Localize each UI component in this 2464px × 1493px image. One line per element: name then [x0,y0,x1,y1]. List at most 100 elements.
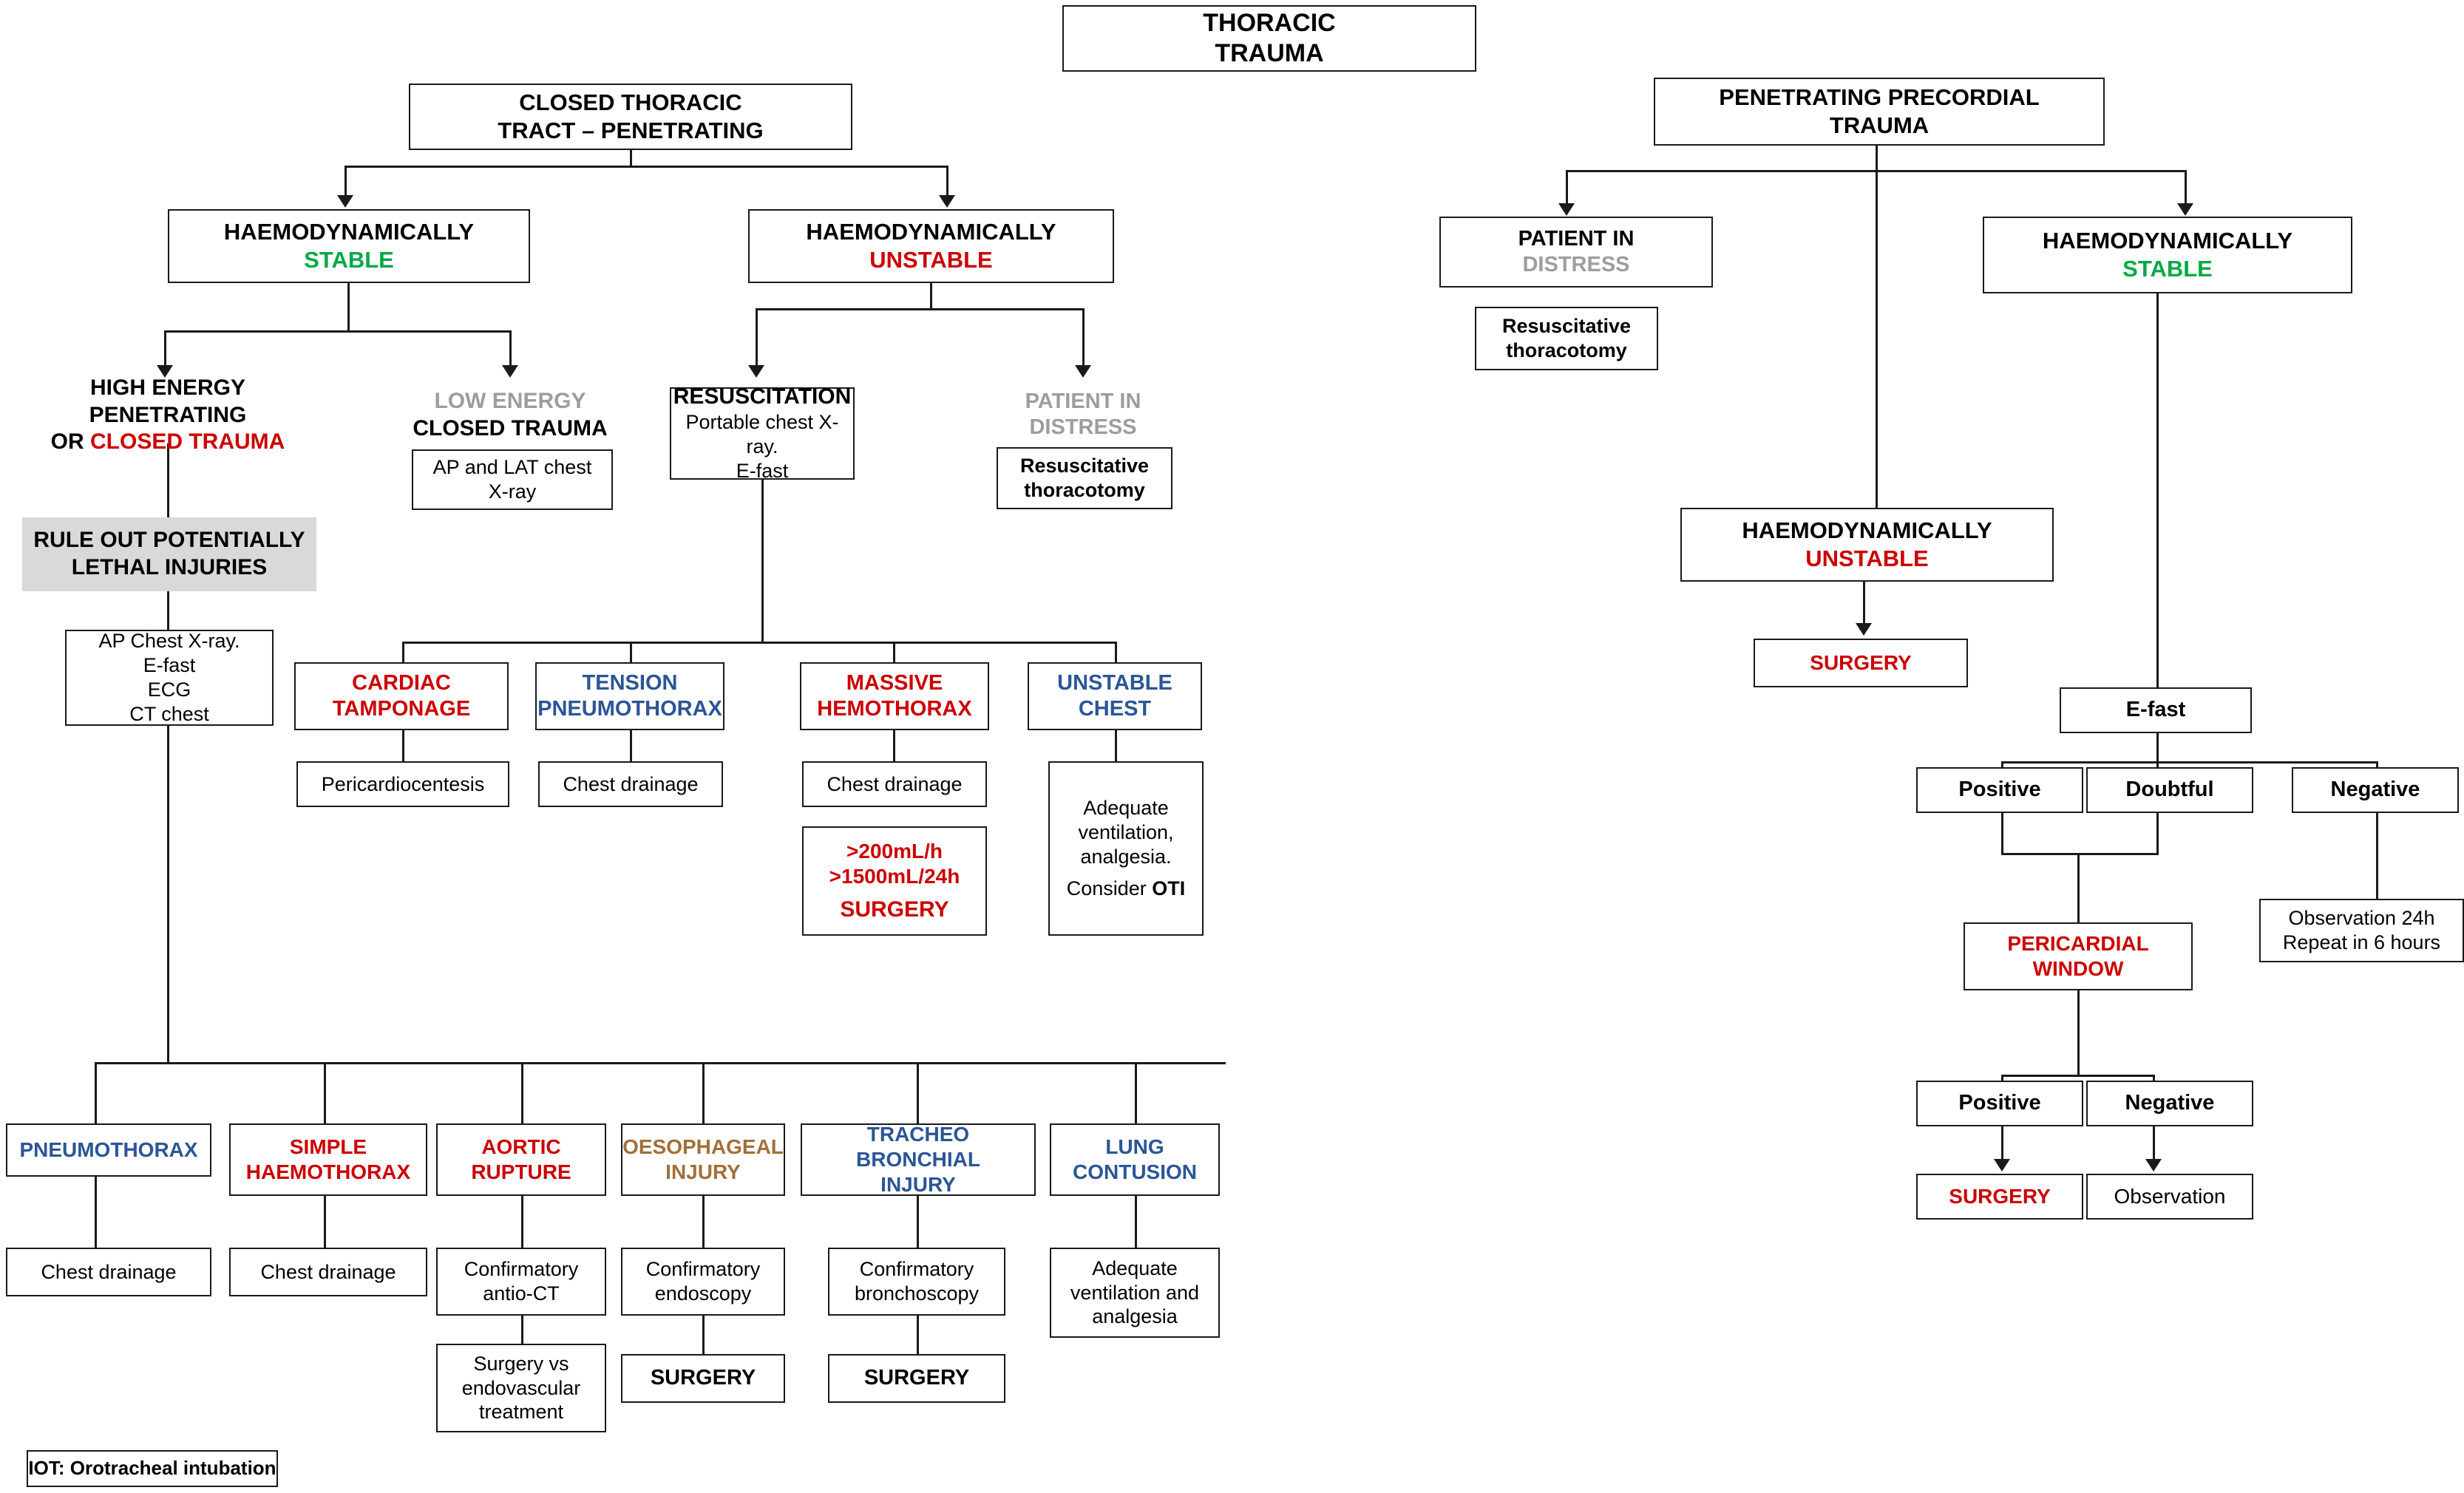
connector-to-resuscitation [756,308,758,370]
right-resusc-thora-line1: Resuscitative [1501,315,1632,338]
node-pneumothorax-chest-drainage: Chest drainage [6,1248,211,1296]
connector-to-high-energy [164,330,166,370]
unstable-chest-consider-oti: OTI [1152,877,1186,899]
connector-to-right-stable [2185,170,2187,208]
node-thoracic-trauma: THORACIC TRAUMA [1062,5,1476,72]
connector-oesophageal-endoscopy-to-surgery [702,1314,705,1356]
aortic-rupture-line1: AORTIC [481,1135,561,1158]
workup-line4: CT chest [129,702,209,725]
node-pericardiocentesis: Pericardiocentesis [296,761,509,807]
observation-24h-line1: Observation 24h [2288,907,2435,930]
pneumothorax-drainage-label: Chest drainage [41,1260,177,1283]
tracheo-bronchial-line2: INJURY [880,1173,956,1197]
tracheo-bronchoscopy-line1: Confirmatory [859,1258,974,1281]
connector-pericardial-bus [2001,1075,2155,1077]
connector-to-oesophageal-injury [702,1062,705,1129]
connector-penetrating-center-to-unstable [1876,170,1878,510]
label-high-energy-trauma: HIGH ENERGY PENETRATING OR CLOSED TRAUMA [24,375,312,454]
cardiac-tamponage-line2: TAMPONAGE [332,697,471,721]
connector-pneumothorax-to-drainage [95,1175,97,1249]
unstable-chest-mgmt-line3: analgesia. [1080,846,1172,868]
node-pneumothorax: PNEUMOTHORAX [6,1123,211,1177]
low-energy-line1: LOW ENERGY [434,389,586,414]
node-resuscitation: RESUSCITATION Portable chest X-ray. E-fa… [670,384,855,482]
connector-tension-to-drainage [630,730,632,763]
arrow-to-right-patient-distress [1558,203,1575,216]
window-surgery-label: SURGERY [1949,1184,2051,1208]
connector-tracheo-to-bronchoscopy [917,1194,919,1248]
connector-header-stem [630,150,632,166]
node-tension-chest-drainage: Chest drainage [538,761,723,807]
node-efast-doubtful: Doubtful [2086,767,2253,813]
hemothorax-criteria-line1: >200mL/h [846,839,943,863]
connector-tracheo-bronchoscopy-to-surgery [917,1314,919,1356]
ap-lat-line2: X-ray [488,480,537,503]
efast-doubtful-label: Doubtful [2125,778,2214,802]
right-distress-line1: PATIENT IN [1518,226,1635,251]
tracheo-bronchoscopy-line2: bronchoscopy [854,1282,980,1305]
connector-unstable-bus [756,308,1085,310]
arrow-to-low-energy [502,365,518,378]
resuscitation-line1: RESUSCITATION [673,384,852,409]
node-ap-lat-chest-xray: AP and LAT chest X-ray [412,449,613,510]
tracheo-bronchial-line1: TRACHEO BRONCHIAL [856,1122,980,1171]
closed-thoracic-line1: CLOSED THORACIC [519,89,742,116]
massive-hemothorax-line1: MASSIVE [846,670,943,695]
massive-chest-drainage-label: Chest drainage [827,772,963,795]
aortic-ct-line1: Confirmatory [464,1258,579,1281]
cardiac-tamponage-line1: CARDIAC [352,670,451,695]
node-massive-hemothorax: MASSIVE HEMOTHORAX [800,662,989,730]
node-window-surgery: SURGERY [1916,1174,2083,1220]
high-energy-line2-red: CLOSED TRAUMA [90,429,285,455]
arrow-to-high-energy [157,365,173,378]
pneumothorax-line1: PNEUMOTHORAX [19,1137,198,1161]
connector-to-stable [345,166,347,201]
connector-stable-bus [164,330,512,333]
node-right-surgery-unstable: SURGERY [1754,639,1968,687]
right-surgery-unstable-label: SURGERY [1810,650,1912,674]
node-aortic-rupture: AORTIC RUPTURE [436,1123,606,1196]
thoracic-trauma-line1: THORACIC [1203,8,1336,37]
node-efast-negative: Negative [2292,767,2459,813]
tracheo-surgery-label: SURGERY [863,1366,970,1390]
rule-out-line1: RULE OUT POTENTIALLY [33,528,305,553]
simple-haemothorax-line2: HAEMOTHORAX [245,1160,411,1183]
node-left-haemodynamically-unstable: HAEMODYNAMICALLY UNSTABLE [748,209,1114,283]
node-oesophageal-surgery: SURGERY [621,1354,785,1403]
node-tension-pneumothorax: TENSION PNEUMOTHORAX [535,662,724,730]
node-right-haemodynamically-unstable: HAEMODYNAMICALLY UNSTABLE [1680,508,2054,582]
unstable-chest-mgmt-line2: ventilation, [1078,821,1174,844]
oesophageal-surgery-label: SURGERY [650,1366,756,1390]
arrow-to-right-stable [2177,203,2193,216]
unstable-chest-mgmt-line1: Adequate [1083,797,1169,820]
arrow-window-positive-to-surgery [1994,1159,2010,1171]
simple-haemothorax-line1: SIMPLE [289,1135,367,1158]
connector-efast-positive-down [2001,812,2003,854]
node-tracheo-bronchoscopy: Confirmatory bronchoscopy [828,1248,1005,1316]
node-cardiac-tamponage: CARDIAC TAMPONAGE [294,662,509,730]
node-efast: E-fast [2060,687,2252,733]
resuscitation-line2: Portable chest X-ray. [685,411,839,458]
high-energy-line1: HIGH ENERGY PENETRATING [89,375,247,427]
tension-chest-drainage-label: Chest drainage [563,772,699,795]
connector-to-unstable [946,166,948,201]
node-lung-contusion: LUNG CONTUSION [1050,1123,1220,1196]
left-unstable-line1: HAEMODYNAMICALLY [806,219,1056,245]
node-right-resuscitative-thoracotomy: Resuscitative thoracotomy [1475,307,1658,370]
right-stable-line1: HAEMODYNAMICALLY [2042,228,2293,254]
connector-to-massive-hemothorax [893,642,895,664]
connector-resuscitation-stem [761,479,764,643]
node-window-positive: Positive [1916,1081,2083,1126]
node-initial-workup: AP Chest X-ray. E-fast ECG CT chest [65,630,274,726]
left-distress-line2: DISTRESS [1029,415,1137,439]
aortic-ct-line2: antio-CT [483,1282,560,1305]
arrow-to-patient-distress [1075,365,1091,378]
workup-line2: E-fast [143,654,196,677]
node-closed-thoracic-tract: CLOSED THORACIC TRACT – PENETRATING [409,84,852,150]
node-left-haemodynamically-stable: HAEMODYNAMICALLY STABLE [168,209,530,283]
node-penetrating-precordial-trauma: PENETRATING PRECORDIAL TRAUMA [1654,78,2105,146]
unstable-chest-line1: UNSTABLE [1057,670,1172,695]
lung-contusion-line1: LUNG [1105,1135,1164,1158]
connector-pericardial-stem [2077,989,2080,1076]
node-aortic-treatment: Surgery vs endovascular treatment [436,1344,606,1432]
